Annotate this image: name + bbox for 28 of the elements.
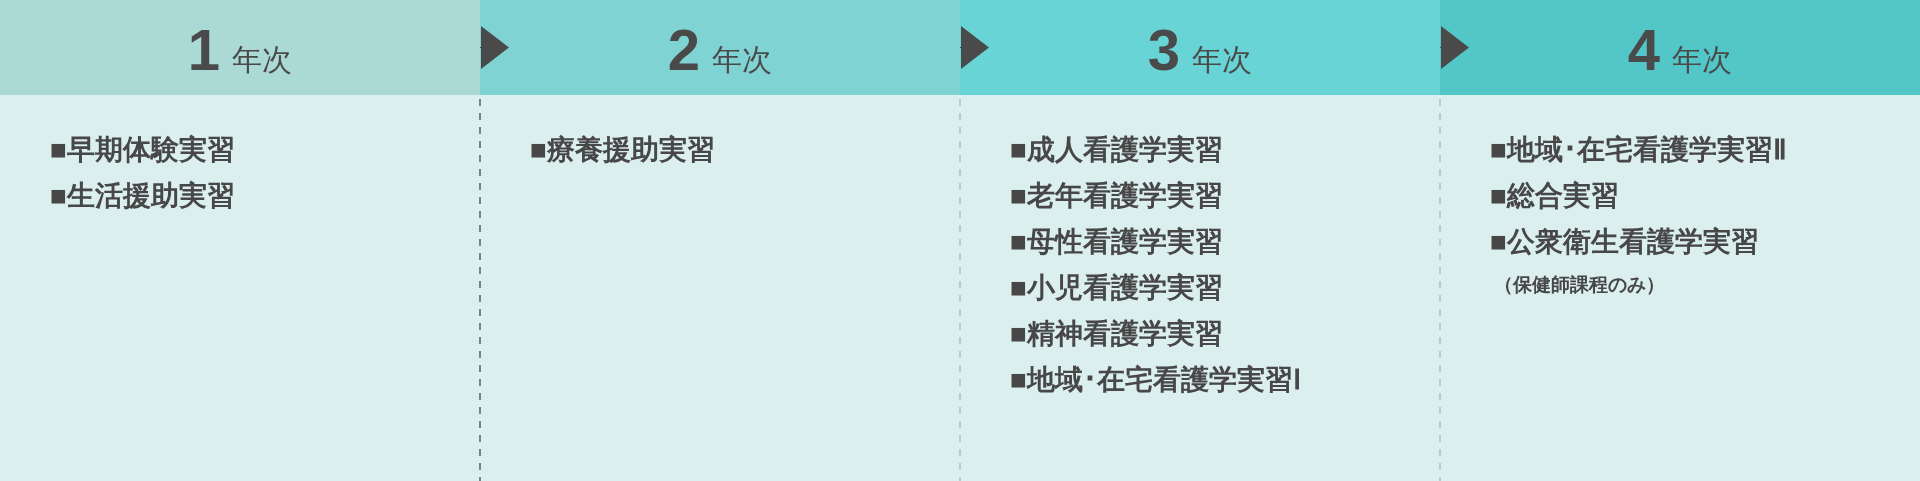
practicum-item: ■地域･在宅看護学実習Ⅰ [1010,363,1301,397]
year-label: 年次 [1192,45,1253,75]
practicum-item: ■生活援助実習 [50,179,235,213]
year-label: 年次 [712,45,773,75]
practicum-item: ■小児看護学実習 [1010,271,1223,305]
practicum-item: ■公衆衛生看護学実習 [1490,225,1759,259]
year-number: 4 [1627,21,1661,79]
practicum-item: ■成人看護学実習 [1010,133,1223,167]
course-note: （保健師課程のみ） [1493,273,1665,297]
arrow [479,26,509,69]
year-label: 年次 [232,45,293,75]
year-header-band [0,0,480,95]
practicum-item: ■老年看護学実習 [1010,179,1223,213]
arrow [1439,26,1469,69]
year-label: 年次 [1672,45,1733,75]
practicum-item: ■早期体験実習 [50,133,235,167]
practicum-item: ■総合実習 [1490,179,1619,213]
practicum-item: ■精神看護学実習 [1010,317,1223,351]
arrow [959,26,989,69]
year-number: 2 [667,21,701,79]
year-header-band [960,0,1440,95]
practicum-item: ■地域･在宅看護学実習Ⅱ [1490,133,1787,167]
practicum-item: ■療養援助実習 [530,133,715,167]
year-header-band [1440,0,1920,95]
year-number: 1 [187,21,221,79]
year-number: 3 [1147,21,1181,79]
year-header-band [480,0,960,95]
practicum-item: ■母性看護学実習 [1010,225,1223,259]
